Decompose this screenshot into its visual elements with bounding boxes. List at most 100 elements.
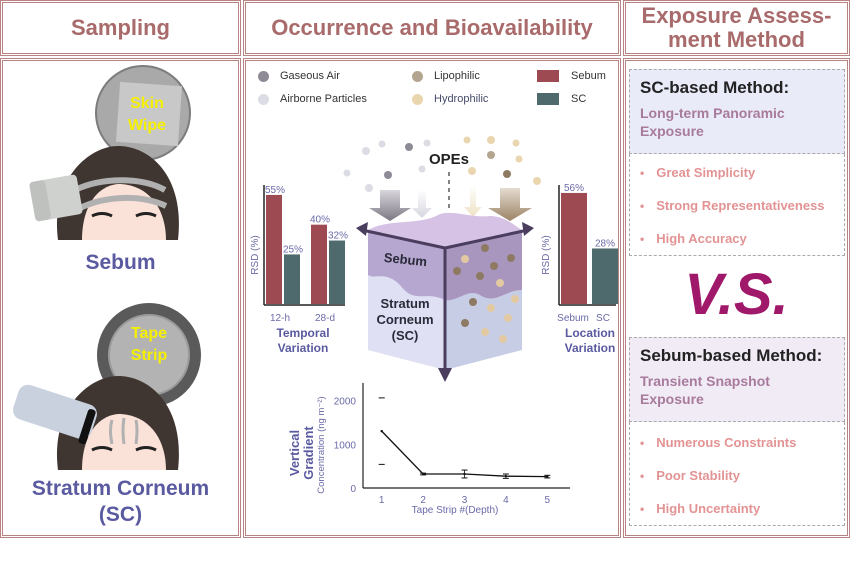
vertical-gradient-chart: Vertical Gradient Concentration (ng m⁻²)… [287, 383, 570, 516]
bar-sc-12-h [284, 254, 300, 304]
location-title-line1: Location [565, 326, 615, 340]
legend-hydrophilic: Hydrophilic [412, 93, 488, 105]
legend-sebum: Sebum [537, 70, 606, 82]
bullet-icon: • [640, 501, 645, 516]
sc-bullet: • Great Simplicity [630, 156, 844, 189]
location-ylabel: RSD (%) [541, 235, 552, 274]
sc-label-line2: (SC) [98, 503, 143, 526]
bullet-text: Great Simplicity [656, 165, 756, 180]
sebum-method-bullets: • Numerous Constraints • Poor Stability • H… [629, 422, 845, 526]
sc-method-title: SC-based Method: [640, 78, 790, 97]
exposure-header-line1: Exposure Assess- [641, 3, 832, 28]
bullet-icon: • [640, 198, 645, 213]
occurrence-header-title: Occurrence and Bioavailability [271, 15, 593, 40]
particle-arrow-icon [412, 190, 432, 218]
skin-wipe-label: Skin Wipe [122, 93, 172, 137]
data-label: 56% [564, 183, 584, 194]
gaseous-air-dot-icon [258, 70, 269, 82]
legend-sc: SC [537, 93, 586, 105]
data-label: 55% [265, 185, 285, 196]
gradient-xlabel: Tape Strip #(Depth) [412, 505, 499, 516]
location-xtick: SC [596, 313, 610, 324]
bullet-icon: • [640, 468, 645, 483]
bullet-text: Poor Stability [656, 468, 740, 483]
sebum-bullet: • Numerous Constraints [630, 426, 844, 459]
particles [343, 136, 541, 192]
temporal-xtick: 28-d [315, 313, 335, 324]
sebum-method-subtitle: Transient Snapshot Exposure [640, 373, 770, 407]
bullet-text: High Uncertainty [656, 501, 761, 516]
cube-sc-line3: (SC) [392, 328, 419, 343]
data-point [380, 429, 383, 433]
y-tick-label: 0 [350, 484, 356, 495]
temporal-title-line1: Temporal [276, 326, 329, 340]
tape-strip-line2: Strip [130, 347, 168, 364]
skin-cube-diagram: OPEs Sebum Stratum Corneum (SC) [343, 136, 541, 382]
bar-sc [592, 248, 618, 304]
sebum-bullet: • High Uncertainty [630, 492, 844, 525]
data-label: 25% [283, 244, 303, 255]
lipophilic-arrow-icon [488, 188, 532, 221]
data-label: 28% [595, 238, 615, 249]
occurrence-header: Occurrence and Bioavailability [243, 0, 621, 56]
sampling-panel [0, 58, 241, 538]
cube-sc-line1: Stratum [380, 296, 429, 311]
sebum-method-title: Sebum-based Method: [640, 346, 823, 365]
data-label: 40% [310, 215, 330, 226]
location-variation-chart: RSD (%) 56%28% Sebum SC Location Variati… [541, 183, 618, 355]
sc-swatch-icon [537, 93, 559, 105]
sampling-header: Sampling [0, 0, 241, 56]
sc-method-subtitle: Long-term Panoramic Exposure [640, 105, 785, 139]
data-label: 32% [328, 231, 348, 242]
cube-sebum-label: Sebum [383, 250, 428, 269]
legend-label: Sebum [571, 70, 606, 82]
gradient-ylabel: Concentration (ng m⁻²) [316, 396, 327, 493]
head-sebum-icon [29, 146, 179, 240]
data-point [504, 474, 508, 478]
data-point [421, 472, 425, 476]
sebum-label: Sebum [85, 251, 156, 274]
airborne-particles-dot-icon [258, 93, 269, 105]
tape-strip-line1: Tape [130, 325, 168, 342]
bullet-text: High Accuracy [656, 231, 747, 246]
skin-wipe-line2: Wipe [127, 117, 167, 134]
data-point [546, 475, 549, 478]
legend-label: Lipophilic [434, 70, 480, 82]
x-tick-label: 2 [420, 495, 426, 506]
x-tick-label: 5 [545, 495, 551, 506]
sc-sampling-label: Stratum Corneum (SC) [0, 476, 241, 528]
gradient-title-line2: Gradient [301, 426, 316, 480]
bar-sc-28-d [329, 240, 345, 304]
bullet-icon: • [640, 165, 645, 180]
head-sc-icon [13, 376, 179, 470]
gaseous-arrow-icon [369, 190, 411, 221]
x-tick-label: 4 [503, 495, 509, 506]
bullet-text: Numerous Constraints [656, 435, 797, 450]
location-title-line2: Variation [565, 341, 616, 355]
bullet-icon: • [640, 231, 645, 246]
legend-label: Hydrophilic [434, 93, 489, 105]
occurrence-panel [243, 58, 621, 538]
hydrophilic-dot-icon [412, 93, 423, 105]
hydrophilic-arrow-icon [464, 185, 482, 217]
sebum-bullet: • Poor Stability [630, 459, 844, 492]
gradient-title-line1: Vertical [287, 430, 302, 476]
sc-bullet: • Strong Representativeness [630, 189, 844, 222]
cube-sc-line2: Corneum [376, 312, 433, 327]
sampling-illustration [13, 65, 201, 470]
bar-sebum-12-h [266, 194, 282, 304]
x-tick-label: 1 [379, 495, 385, 506]
y-tick-label: 1000 [334, 440, 357, 451]
temporal-xtick: 12-h [270, 313, 290, 324]
skin-wipe-line1: Skin [130, 95, 164, 112]
sc-bullet: • High Accuracy [630, 222, 844, 255]
y-tick-label: 2000 [334, 397, 357, 408]
exposure-header: Exposure Assess- ment Method [623, 0, 850, 56]
temporal-ylabel: RSD (%) [250, 235, 261, 274]
bullet-icon: • [640, 435, 645, 450]
temporal-title-line2: Variation [278, 341, 329, 355]
sebum-method-header: Sebum-based Method: Transient Snapshot E… [629, 337, 845, 422]
opes-label: OPEs [429, 151, 469, 168]
sc-method-header: SC-based Method: Long-term Panoramic Exp… [629, 69, 845, 154]
bullet-text: Strong Representativeness [656, 198, 825, 213]
